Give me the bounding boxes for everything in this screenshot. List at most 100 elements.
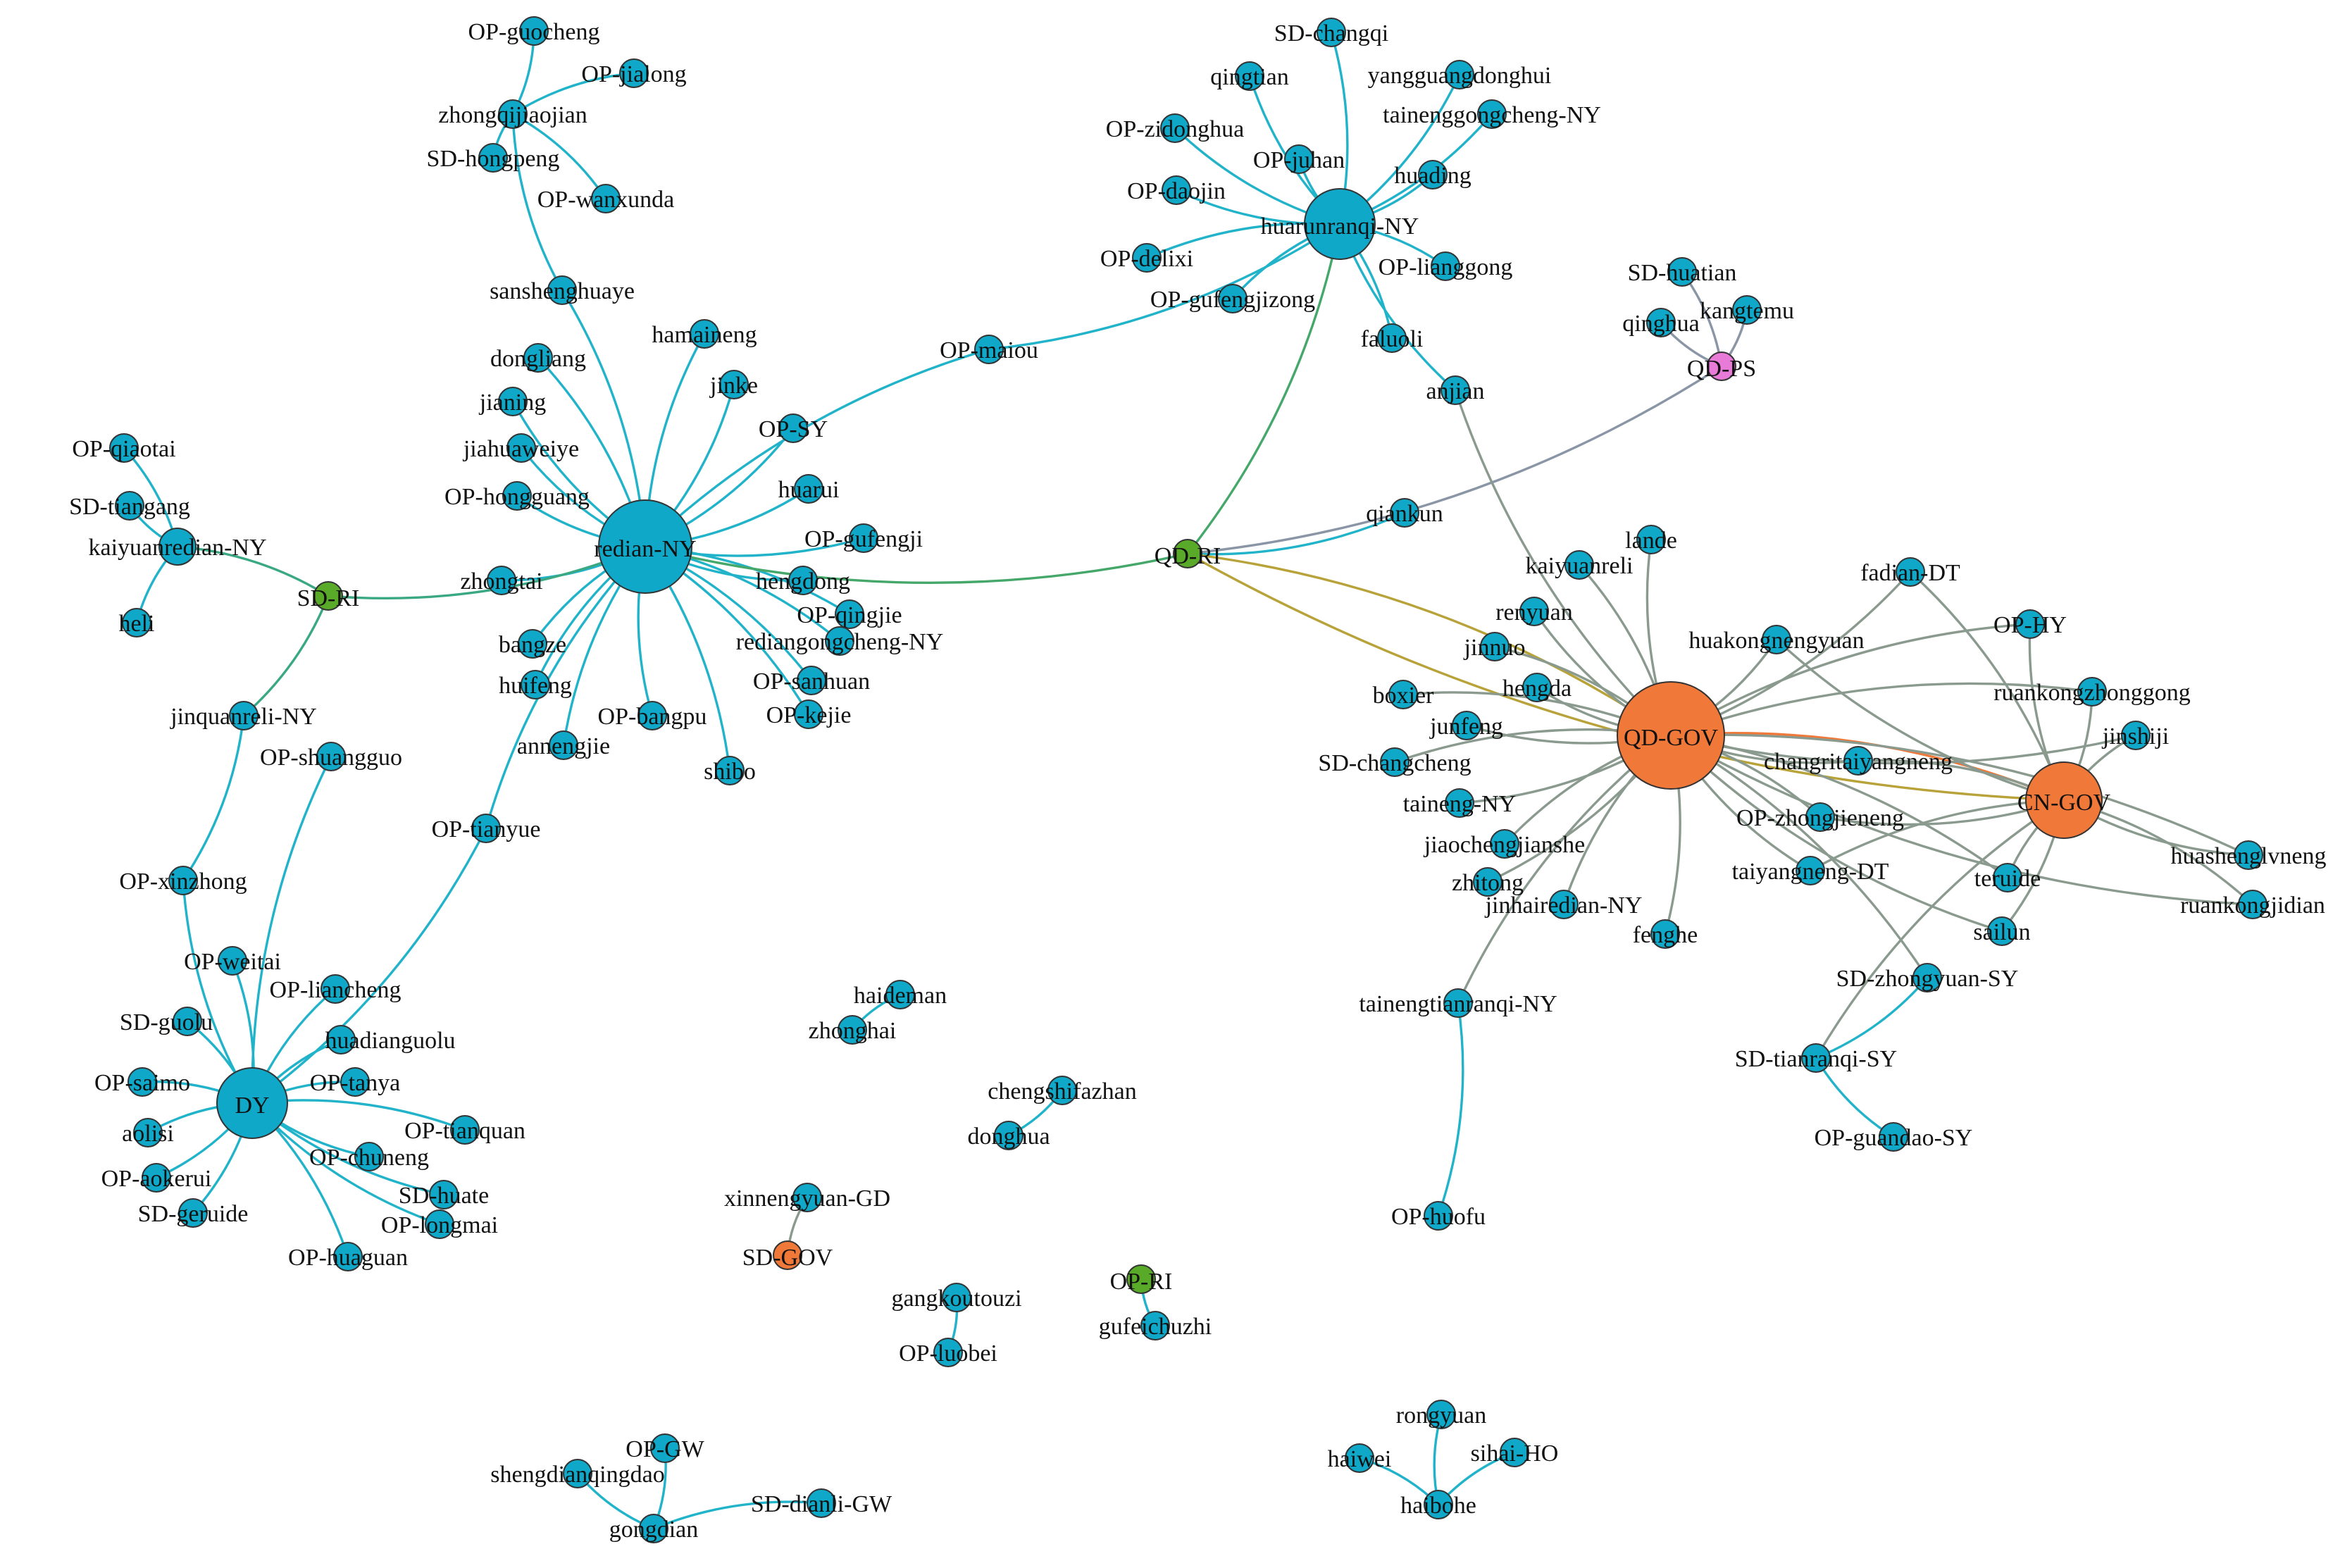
node-circle[interactable] (173, 1007, 202, 1036)
node-circle[interactable] (521, 670, 550, 699)
node-optianyue[interactable]: OP-tianyue (432, 814, 541, 843)
node-ruankongzg[interactable]: ruankongzhonggong (1993, 677, 2191, 707)
node-circle[interactable] (1390, 498, 1419, 528)
node-opjuhan[interactable]: OP-juhan (1253, 144, 1345, 174)
node-circle[interactable] (1431, 251, 1460, 281)
node-kaiyuan[interactable]: kaiyuanredian-NY (88, 528, 267, 566)
node-renyuan[interactable]: renyuan (1495, 597, 1573, 626)
node-faluoli[interactable]: faluoli (1361, 323, 1424, 353)
node-chengshi[interactable]: chengshifazhan (988, 1076, 1137, 1105)
node-jinshiji[interactable]: jinshiji (2102, 721, 2169, 750)
node-rongyuan[interactable]: rongyuan (1396, 1400, 1486, 1429)
node-circle[interactable] (1667, 257, 1697, 287)
node-opluobei[interactable]: OP-luobei (899, 1338, 997, 1367)
node-circle[interactable] (425, 1209, 454, 1239)
node-circle[interactable] (639, 1514, 668, 1543)
node-haibohe[interactable]: haibohe (1400, 1490, 1476, 1519)
node-sdtianranqi[interactable]: SD-tianranqi-SY (1735, 1043, 1897, 1073)
node-opsy[interactable]: OP-SY (759, 413, 828, 443)
node-circle[interactable] (502, 481, 532, 511)
node-optianquan[interactable]: OP-tianquan (404, 1115, 525, 1145)
node-circle[interactable] (1132, 243, 1162, 273)
node-opkejie[interactable]: OP-kejie (766, 699, 852, 729)
node-circle[interactable] (1477, 99, 1507, 129)
node-huifeng[interactable]: huifeng (499, 670, 572, 699)
node-circle[interactable] (2234, 840, 2263, 870)
node-huarun[interactable]: huarunranqi-NY (1261, 188, 1419, 260)
node-tainenggc[interactable]: tainenggongcheng-NY (1383, 99, 1601, 129)
node-circle[interactable] (518, 629, 547, 659)
node-circle[interactable] (1445, 60, 1474, 89)
node-circle[interactable] (1490, 829, 1519, 859)
node-circle[interactable] (178, 1198, 208, 1228)
node-circle[interactable] (885, 980, 915, 1009)
node-shibo[interactable]: shibo (704, 756, 756, 785)
node-fadiandt[interactable]: fadian-DT (1860, 557, 1960, 587)
node-circle[interactable] (974, 335, 1004, 364)
node-circle[interactable] (1317, 18, 1346, 47)
node-sansheng[interactable]: sanshenghuaye (490, 275, 635, 305)
node-circle[interactable] (316, 742, 346, 771)
node-gongdian[interactable]: gongdian (609, 1514, 699, 1543)
node-circle[interactable] (1424, 1490, 1453, 1519)
node-circle[interactable] (1707, 351, 1736, 381)
node-shengdian[interactable]: shengdianqingdao (490, 1459, 665, 1488)
node-opshuangguo[interactable]: OP-shuangguo (260, 742, 402, 771)
node-kaiyuanreli[interactable]: kaiyuanreli (1526, 550, 1634, 580)
node-circle[interactable] (1796, 856, 1825, 885)
node-hengda[interactable]: hengda (1502, 673, 1572, 702)
node-circle[interactable] (2025, 761, 2103, 839)
node-opliangong[interactable]: OP-lianggong (1379, 251, 1513, 281)
node-sailun[interactable]: sailun (1973, 916, 2031, 946)
node-opxinzhong[interactable]: OP-xinzhong (119, 866, 247, 895)
node-dongliang[interactable]: dongliang (490, 343, 586, 373)
node-ophy[interactable]: OP-HY (1993, 609, 2067, 639)
node-circle[interactable] (1801, 1043, 1831, 1073)
node-circle[interactable] (1388, 680, 1418, 709)
node-circle[interactable] (1879, 1122, 1908, 1152)
node-circle[interactable] (1617, 681, 1725, 790)
node-circle[interactable] (1047, 1076, 1077, 1105)
node-circle[interactable] (1549, 890, 1579, 919)
node-circle[interactable] (1452, 711, 1481, 740)
node-circle[interactable] (1993, 863, 2022, 892)
node-redian[interactable]: redian-NY (594, 499, 697, 594)
node-haiwei[interactable]: haiwei (1328, 1443, 1392, 1473)
node-circle[interactable] (2121, 721, 2151, 750)
node-qdps[interactable]: QD-PS (1687, 351, 1756, 382)
node-xinnengyuan[interactable]: xinnengyuan-GD (724, 1183, 890, 1212)
node-sdchangcheng[interactable]: SD-changcheng (1318, 747, 1471, 777)
node-circle[interactable] (807, 1488, 836, 1518)
node-taineng[interactable]: taineng-NY (1403, 788, 1517, 818)
node-tainengtr[interactable]: tainengtianranqi-NY (1359, 988, 1557, 1018)
node-opzidonghua[interactable]: OP-zidonghua (1106, 113, 1244, 143)
node-circle[interactable] (838, 1015, 867, 1045)
node-circle[interactable] (1424, 1201, 1453, 1231)
node-circle[interactable] (354, 1142, 384, 1171)
node-circle[interactable] (1377, 323, 1407, 353)
node-circle[interactable] (1522, 673, 1552, 702)
node-circle[interactable] (1445, 788, 1474, 818)
node-circle[interactable] (1426, 1400, 1456, 1429)
node-fenghe[interactable]: fenghe (1633, 919, 1698, 949)
node-ophongguang[interactable]: OP-hongguang (444, 481, 590, 511)
node-circle[interactable] (122, 608, 151, 637)
node-sdzhongyuan[interactable]: SD-zhongyuan-SY (1836, 963, 2019, 993)
node-zhongqi[interactable]: zhongqijiaojian (438, 99, 587, 129)
node-opjialong[interactable]: OP-jialong (581, 58, 687, 88)
node-circle[interactable] (1162, 175, 1191, 205)
node-opliancheng[interactable]: OP-liancheng (270, 974, 402, 1004)
node-circle[interactable] (1646, 308, 1676, 337)
node-circle[interactable] (109, 433, 139, 463)
node-circle[interactable] (487, 566, 516, 595)
node-opgw[interactable]: OP-GW (626, 1433, 705, 1463)
node-qinghua[interactable]: qinghua (1622, 308, 1700, 337)
node-sdgov[interactable]: SD-GOV (742, 1240, 833, 1271)
node-circle[interactable] (506, 433, 536, 463)
node-circle[interactable] (715, 756, 745, 785)
node-circle[interactable] (1473, 867, 1502, 897)
node-sdhuatian[interactable]: SD-huatian (1628, 257, 1737, 287)
node-opqingjie[interactable]: OP-qingjie (797, 599, 902, 629)
node-lande[interactable]: lande (1625, 525, 1677, 554)
node-opchuneng[interactable]: OP-chuneng (309, 1142, 429, 1171)
